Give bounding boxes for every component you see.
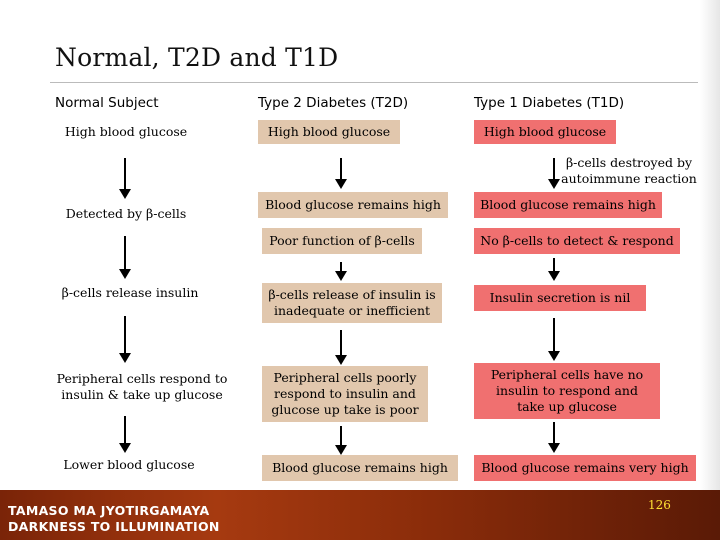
t1d-blood-glucose-remains-high: Blood glucose remains high: [474, 192, 662, 218]
normal-arrow-2: [119, 236, 131, 279]
t2d-high-blood-glucose: High blood glucose: [258, 120, 400, 144]
normal-beta-cells-release-insulin: β-cells release insulin: [50, 281, 210, 305]
t1d-arrow-2: [548, 258, 560, 281]
normal-arrow-4: [119, 416, 131, 453]
normal-high-blood-glucose: High blood glucose: [58, 120, 194, 144]
t2d-arrow-2: [335, 262, 347, 281]
normal-detected-by-beta-cells: Detected by β-cells: [58, 202, 194, 226]
slide-title: Normal, T2D and T1D: [55, 43, 339, 72]
t1d-peripheral-cells-no-insulin: Peripheral cells have no insulin to resp…: [474, 363, 660, 419]
heading-normal-subject: Normal Subject: [55, 95, 159, 111]
t1d-no-beta-cells: No β-cells to detect & respond: [474, 228, 680, 254]
t1d-arrow-4: [548, 422, 560, 453]
footer-bar: [0, 490, 720, 540]
t1d-insulin-secretion-nil: Insulin secretion is nil: [474, 285, 646, 311]
t2d-poor-function-beta-cells: Poor function of β-cells: [262, 228, 422, 254]
title-underline: [50, 82, 698, 83]
t2d-peripheral-cells-poorly-respond: Peripheral cells poorly respond to insul…: [262, 366, 428, 422]
t2d-final-blood-glucose-remains-high: Blood glucose remains high: [262, 455, 458, 481]
t2d-arrow-4: [335, 426, 347, 455]
t2d-blood-glucose-remains-high: Blood glucose remains high: [258, 192, 448, 218]
normal-arrow-1: [119, 158, 131, 199]
footer-motto: TAMASO MA JYOTIRGAMAYA: [8, 503, 210, 518]
t1d-blood-glucose-remains-very-high: Blood glucose remains very high: [474, 455, 696, 481]
t2d-arrow-3: [335, 330, 347, 365]
t2d-arrow-1: [335, 158, 347, 189]
heading-type2-diabetes: Type 2 Diabetes (T2D): [258, 95, 409, 111]
normal-lower-blood-glucose: Lower blood glucose: [56, 453, 202, 477]
right-edge-shading: [700, 0, 720, 490]
t1d-arrow-1: [548, 158, 560, 189]
t2d-insulin-release-inadequate: β-cells release of insulin is inadequate…: [262, 283, 442, 323]
normal-arrow-3: [119, 316, 131, 363]
footer-motto-translation: DARKNESS TO ILLUMINATION: [8, 519, 220, 534]
normal-peripheral-cells-respond: Peripheral cells respond to insulin & ta…: [52, 368, 232, 406]
t1d-autoimmune-note: β-cells destroyed by autoimmune reaction: [561, 155, 697, 186]
t1d-arrow-3: [548, 318, 560, 361]
t1d-high-blood-glucose: High blood glucose: [474, 120, 616, 144]
heading-type1-diabetes: Type 1 Diabetes (T1D): [474, 95, 625, 111]
page-number: 126: [648, 498, 671, 512]
